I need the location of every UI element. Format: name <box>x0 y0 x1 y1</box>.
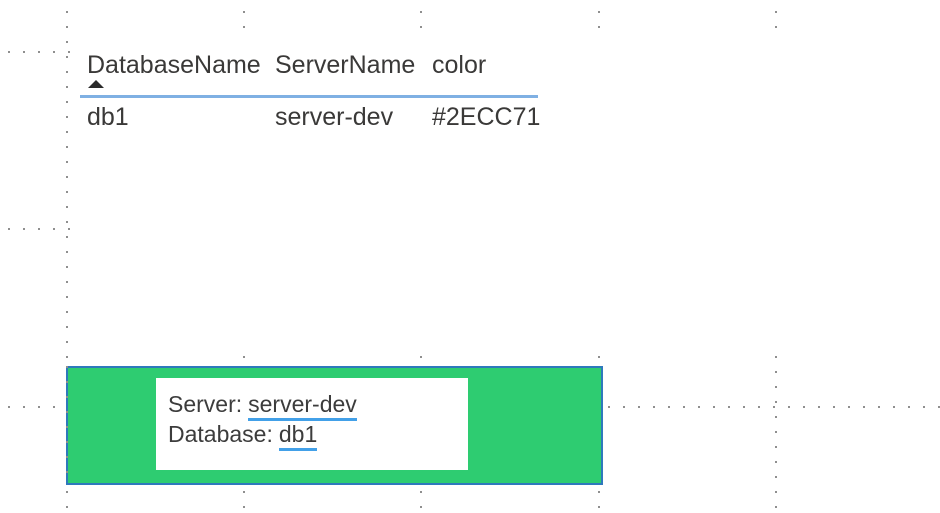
gridline-vertical <box>66 11 68 513</box>
table-cell-color: #2ECC71 <box>432 103 541 131</box>
info-card-visual[interactable]: Server:server-dev Database:db1 <box>66 366 603 485</box>
database-link[interactable]: db1 <box>278 421 318 451</box>
database-line: Database:db1 <box>168 419 468 451</box>
card-text-panel: Server:server-dev Database:db1 <box>156 378 468 470</box>
server-link[interactable]: server-dev <box>248 391 357 421</box>
column-header-color[interactable]: color <box>432 51 487 79</box>
column-header-databasename[interactable]: DatabaseName <box>87 51 261 79</box>
table-visual[interactable]: DatabaseName ServerName color db1 server… <box>71 40 940 346</box>
table-cell-servername: server-dev <box>275 103 394 131</box>
table-cell-databasename: db1 <box>87 103 129 131</box>
database-label: Database: <box>168 421 273 447</box>
column-header-servername[interactable]: ServerName <box>275 51 416 79</box>
server-line: Server:server-dev <box>168 389 468 421</box>
header-separator <box>80 95 538 98</box>
sort-ascending-icon <box>88 80 104 88</box>
server-label: Server: <box>168 391 243 417</box>
gridline-vertical <box>66 366 68 485</box>
